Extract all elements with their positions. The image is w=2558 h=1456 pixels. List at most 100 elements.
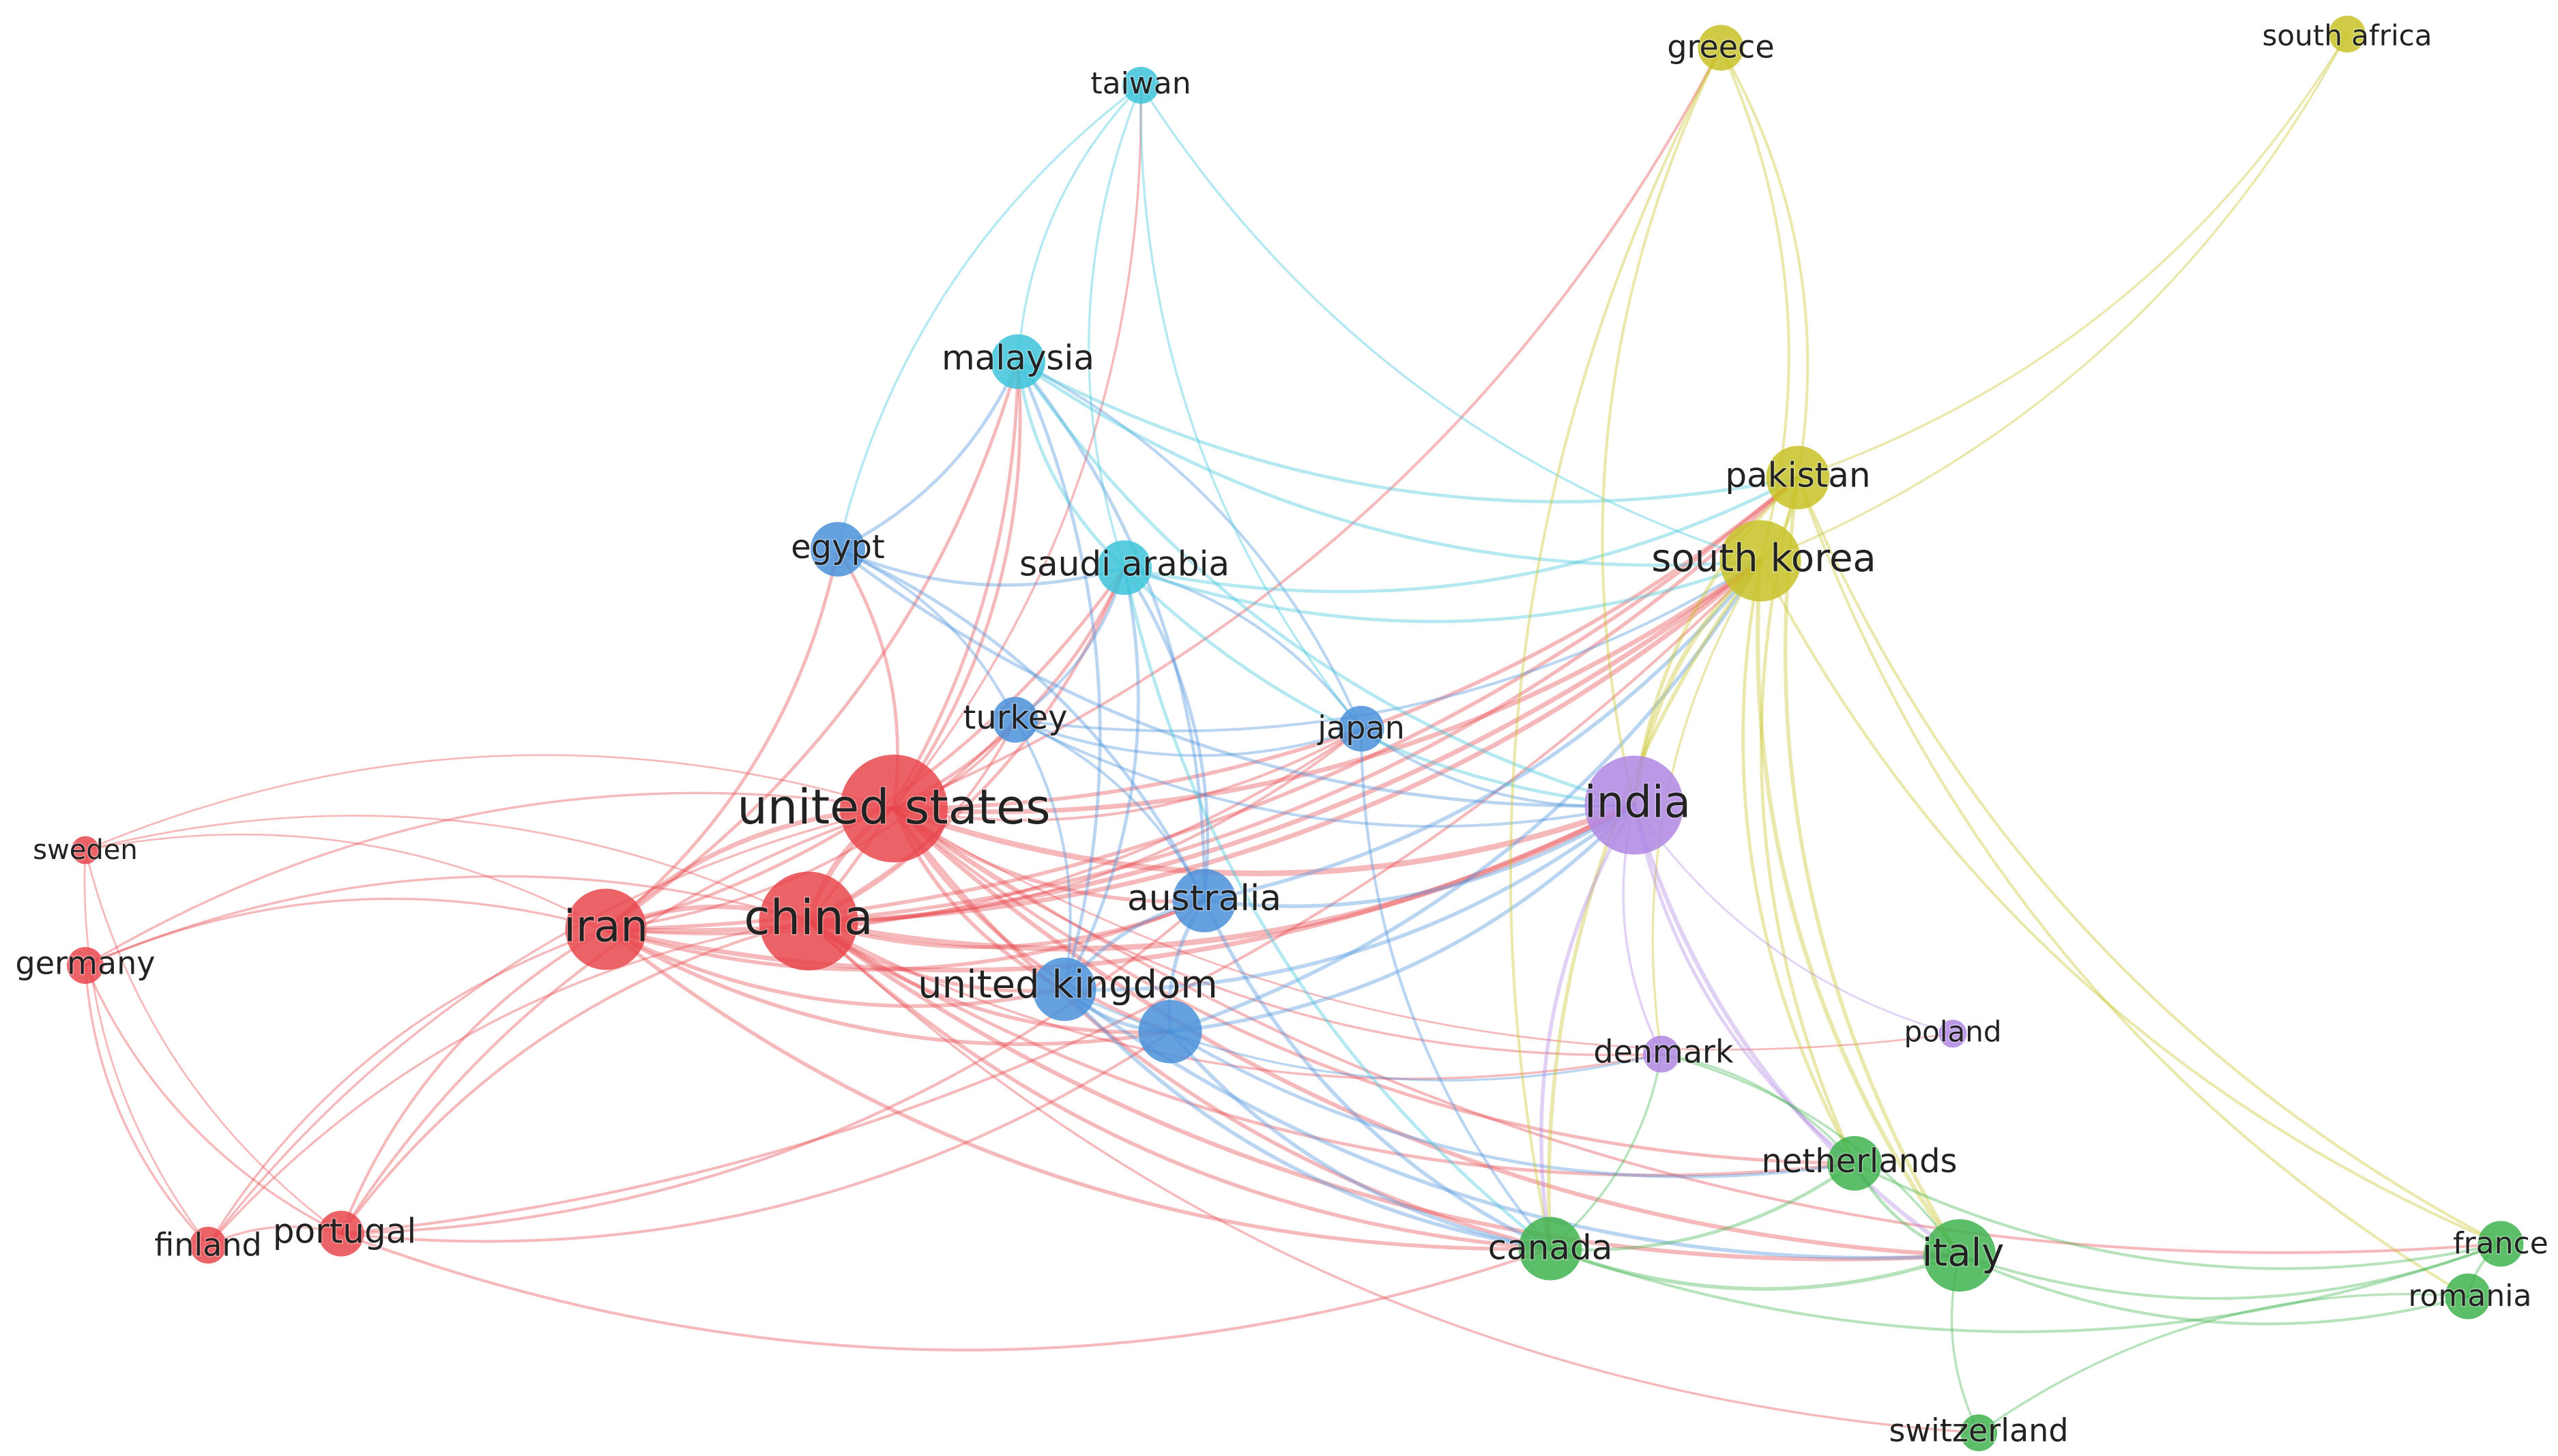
link-south-korea-south-africa [1759,33,2349,562]
link-united-states-italy [891,806,1962,1258]
label-switzerland: switzerland [1889,1412,2068,1449]
link-turkey-egypt [836,547,1017,722]
link-india-italy [1631,802,1962,1258]
link-china-netherlands [806,919,1857,1177]
label-japan: japan [1317,710,1405,746]
link-china-unlabeled-blue [806,919,1172,1034]
link-china-india [805,802,1638,952]
link-iran-malaysia [604,360,1020,931]
node-japan[interactable] [1338,705,1384,752]
link-netherlands-france [1852,1161,2503,1270]
link-saudi-arabia-south-korea [1122,559,1762,624]
label-south-korea: south korea [1651,536,1876,581]
node-netherlands[interactable] [1827,1136,1882,1191]
link-pakistan-france [1796,476,2503,1246]
link-india-netherlands [1632,803,1857,1165]
link-germany-finland [84,964,209,1247]
link-united-states-finland [207,807,895,1247]
link-pakistan-greece [1719,46,1810,480]
link-united-kingdom-india [1062,803,1636,992]
link-egypt-saudi-arabia [836,547,1127,587]
link-australia-saudi-arabia [1122,566,1210,903]
link-united-states-sweden [84,754,895,851]
link-australia-turkey [1013,718,1206,903]
link-china-japan [806,727,1363,923]
label-iran: iran [564,902,648,952]
link-china-saudi-arabia [806,566,1127,923]
link-pakistan-italy [1783,476,1962,1257]
link-iran-india [603,802,1637,973]
node-portugal[interactable] [318,1210,364,1257]
link-iran-portugal [339,927,608,1236]
node-unlabeled-blue[interactable] [1138,1000,1202,1064]
node-india[interactable] [1584,755,1684,855]
label-portugal: portugal [273,1212,416,1251]
node-australia[interactable] [1172,869,1236,933]
link-turkey-south-korea [1013,559,1762,733]
node-canada[interactable] [1518,1217,1582,1281]
link-canada-netherlands [1548,1161,1857,1252]
node-united-kingdom[interactable] [1032,957,1096,1021]
node-china[interactable] [759,871,858,971]
link-china-south-korea [806,558,1763,924]
link-taiwan-egypt [837,84,1142,551]
link-china-finland [207,920,810,1247]
node-germany[interactable] [67,947,104,984]
link-united-states-canada [892,806,1552,1251]
node-malaysia[interactable] [991,334,1045,389]
node-iran[interactable] [565,888,647,970]
link-united-states-greece [892,46,1723,811]
label-united-kingdom: united kingdom [918,963,1218,1007]
link-sweden-finland [83,849,209,1247]
link-india-poland [1633,804,1954,1035]
link-united-kingdom-saudi-arabia [1062,566,1140,991]
link-china-australia [806,899,1206,949]
node-italy[interactable] [1923,1219,1996,1292]
label-france: france [2453,1226,2548,1261]
node-sweden[interactable] [71,836,100,864]
link-egypt-malaysia [836,360,1020,551]
node-denmark[interactable] [1643,1036,1680,1073]
node-france[interactable] [2477,1221,2524,1267]
link-malaysia-south-korea [1016,360,1762,567]
node-south-africa[interactable] [2329,16,2366,53]
link-taiwan-japan [1139,84,1363,730]
node-switzerland[interactable] [1960,1414,1997,1451]
label-denmark: denmark [1593,1034,1734,1071]
node-south-korea[interactable] [1719,520,1801,602]
link-south-korea-netherlands [1741,559,1857,1165]
node-egypt[interactable] [811,522,865,577]
label-saudi-arabia: saudi arabia [1019,544,1230,584]
link-united-kingdom-turkey [1013,718,1072,991]
node-pakistan[interactable] [1766,446,1830,510]
node-greece[interactable] [1698,25,1744,71]
link-unlabeled-blue-south-korea [1168,559,1762,1034]
label-romania: romania [2409,1279,2532,1313]
node-taiwan[interactable] [1122,67,1159,104]
label-finland: finland [154,1227,261,1264]
link-japan-malaysia [1016,360,1363,731]
link-iran-germany [84,897,607,967]
node-turkey[interactable] [992,697,1038,743]
link-australia-egypt [836,547,1206,903]
link-united-kingdom-canada [1062,987,1552,1251]
node-finland[interactable] [190,1227,227,1264]
node-romania[interactable] [2445,1273,2491,1320]
label-layer: united stateschinairanswedengermanyfinla… [14,18,2549,1450]
link-united-states-netherlands [892,806,1857,1165]
link-canada-denmark [1549,1053,1663,1250]
link-china-italy [806,918,1962,1262]
link-netherlands-denmark [1660,1053,1856,1165]
node-saudi-arabia[interactable] [1097,540,1152,595]
label-egypt: egypt [791,528,885,566]
link-taiwan-south-korea [1139,84,1762,562]
link-iran-japan [604,727,1363,935]
link-italy-romania [1958,1253,2470,1326]
node-poland[interactable] [1938,1019,1967,1048]
link-australia-south-korea [1202,559,1762,903]
link-germany-portugal [84,964,343,1235]
link-italy-denmark [1660,1053,1961,1257]
link-iran-south-korea [603,558,1763,933]
node-united-states[interactable] [840,755,948,862]
